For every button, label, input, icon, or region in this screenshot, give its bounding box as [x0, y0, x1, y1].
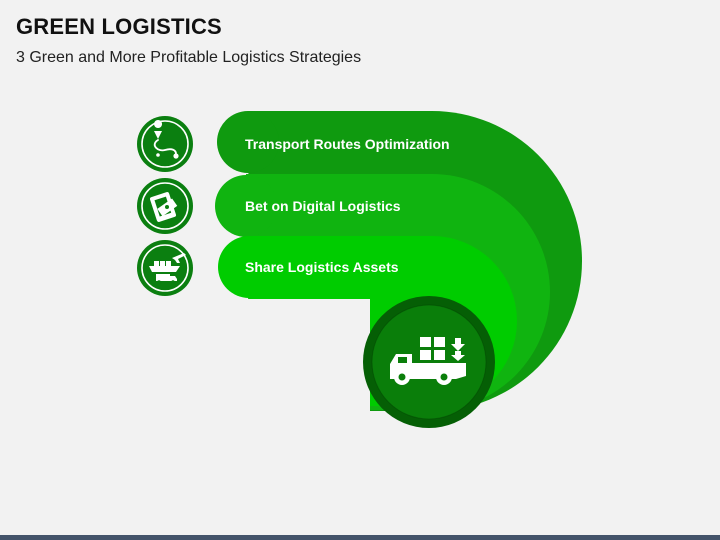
strategy-label-2: Bet on Digital Logistics — [245, 198, 401, 214]
strategy-icon-circle-1 — [137, 116, 193, 172]
digital-money-icon — [149, 192, 178, 222]
strategy-label-3: Share Logistics Assets — [245, 259, 399, 275]
bottom-bar — [0, 535, 720, 540]
route-pin-icon — [153, 120, 179, 159]
page-title: GREEN LOGISTICS — [16, 14, 222, 39]
strategy-label-1: Transport Routes Optimization — [245, 136, 450, 152]
page-subtitle: 3 Green and More Profitable Logistics St… — [16, 49, 362, 66]
ship-plane-truck-icon — [149, 253, 186, 284]
